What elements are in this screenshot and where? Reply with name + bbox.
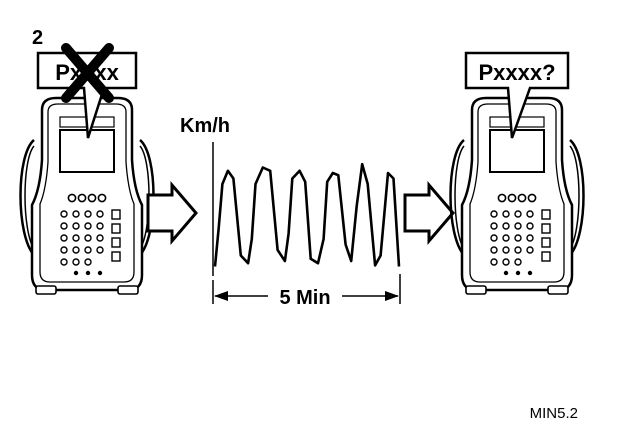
right-bubble-code: Pxxxx? xyxy=(478,60,555,85)
chart-ylabel: Km/h xyxy=(180,115,230,137)
speed-chart: Km/h 5 Min xyxy=(180,115,401,309)
flow-arrow-icon xyxy=(403,183,455,243)
duration-left-arrowhead-icon xyxy=(214,291,228,301)
step-number: 2 xyxy=(32,27,43,49)
figure-code: MIN5.2 xyxy=(530,405,578,422)
right-speech-bubble: Pxxxx? xyxy=(464,51,570,139)
flow-arrow-icon xyxy=(146,183,198,243)
speed-trace-line xyxy=(213,162,401,267)
cross-out-mark-icon xyxy=(61,43,114,103)
left-speech-bubble: Pxxxx xyxy=(36,51,138,139)
duration-label: 5 Min xyxy=(279,287,330,309)
duration-right-arrowhead-icon xyxy=(385,291,399,301)
